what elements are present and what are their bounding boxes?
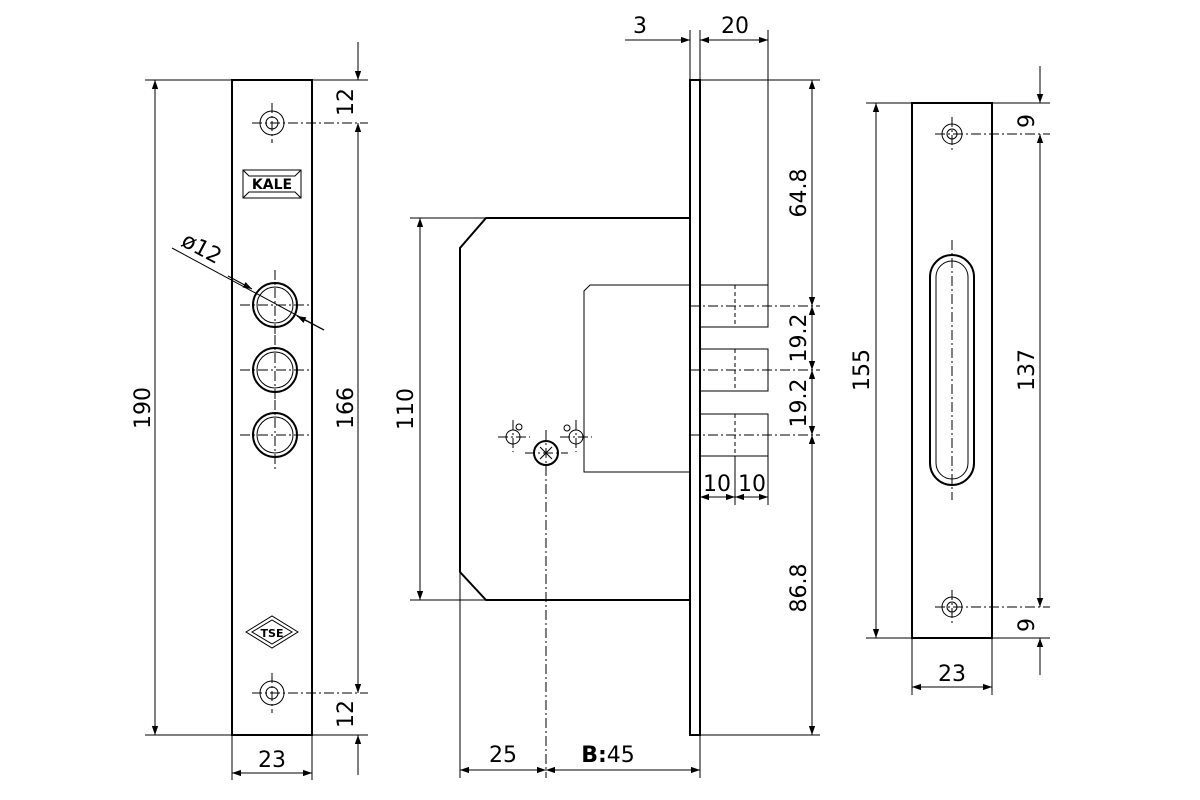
strike-bottom-offset-label: 9 [1015,618,1040,632]
dim-strike-height: 155 [850,102,912,639]
faceplate-height-label: 190 [131,387,156,429]
faceplate-top-offset-label: 12 [334,88,359,116]
lock-case [459,217,690,601]
bolt-pitch-1-label: 19.2 [787,314,812,363]
strike-top-screw-hole [935,117,1050,151]
bolt-hole-3 [240,400,310,470]
bolt-throw-label: 20 [721,14,749,39]
edge-offset-label: 25 [489,743,517,768]
dim-right-chain: 64.8 19.2 19.2 86.8 [700,79,820,736]
bolt-hole-1 [240,270,310,340]
dim-faceplate-width: 23 [231,735,313,780]
dim-faceplate-span: 12 166 12 [312,42,368,775]
faceplate-span-label: 166 [334,387,359,429]
dim-faceplate-height: 190 [131,79,232,736]
faceplate-bolt-holes [240,270,310,470]
bolt-pitch-2-label: 19.2 [787,379,812,428]
dim-strike-width: 23 [911,638,993,695]
strike-top-offset-label: 9 [1015,114,1040,128]
dim-bolt-steps: 10 10 [699,456,769,505]
plate-thickness-label: 3 [633,14,647,39]
faceplate-width-label: 23 [258,748,286,773]
strike-span-label: 137 [1015,349,1040,391]
faceplate-bottom-screw-hole [252,673,368,713]
cylinder-hole [525,430,568,778]
strike-bottom-screw-hole [935,590,1050,624]
strike-width-label: 23 [938,662,966,687]
backset-label: B:45 [581,743,635,768]
forend-plate [689,79,701,736]
faceplate-outline [231,79,313,736]
dim-plate-and-throw: 3 20 [625,14,769,285]
strike-slot [929,240,975,500]
brand-logo: KALE [242,169,302,199]
bolt-hole-2 [240,335,310,405]
faceplate-view: KALE ø12 [131,42,368,780]
bolt-carrier [583,284,690,473]
faceplate-top-screw-hole [252,103,368,143]
bolt-step-1-label: 10 [703,472,731,497]
backset-value: 45 [607,743,635,768]
deadbolt-3 [690,413,820,457]
brand-logo-text: KALE [252,177,292,193]
bottom-to-bolt-label: 86.8 [787,564,812,613]
strike-plate-outline [911,102,993,639]
deadbolt-2 [690,348,820,392]
hole-diameter-callout: ø12 [171,228,325,331]
screw-hole-left [498,420,530,452]
deadbolts [690,284,820,457]
case-height-label: 110 [394,388,419,430]
screw-hole-right [560,420,592,452]
cert-logo-text: TSE [261,627,284,640]
top-to-bolt-label: 64.8 [787,169,812,218]
strike-height-label: 155 [850,349,875,391]
dim-case-height: 110 [394,217,486,601]
lock-body-side-view: 110 3 20 64.8 19.2 19.2 86.8 [394,14,820,778]
strike-plate-view: 155 9 137 9 23 [850,66,1050,695]
dim-backset: 25 B:45 [459,572,701,778]
faceplate-bottom-offset-label: 12 [334,700,359,728]
deadbolt-1 [690,284,820,328]
bolt-step-2-label: 10 [738,472,766,497]
backset-prefix: B: [581,743,607,768]
cert-logo: TSE [245,615,299,649]
dim-strike-span: 9 137 9 [992,66,1050,675]
